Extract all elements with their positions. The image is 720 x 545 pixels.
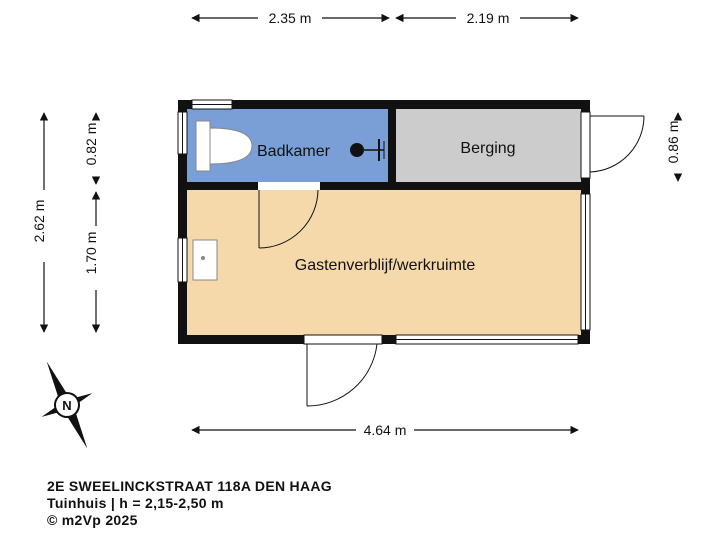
dim-left-total: 2.62 m [31, 200, 47, 243]
compass-letter: N [62, 398, 71, 413]
dim-top-right: 2.19 m [467, 10, 510, 26]
doors [258, 115, 645, 407]
label-badkamer: Badkamer [257, 143, 331, 160]
dim-left-lower: 1.70 m [83, 232, 99, 275]
footer-subtitle: Tuinhuis | h = 2,15-2,50 m [47, 495, 224, 511]
footer: 2E SWEELINCKSTRAAT 118A DEN HAAG Tuinhui… [47, 478, 332, 529]
toilet-icon [195, 120, 253, 172]
room-gastenverblijf [187, 190, 581, 335]
windows [177, 99, 591, 345]
dim-left-upper: 0.82 m [83, 123, 99, 166]
shower-icon [350, 139, 385, 161]
label-gastenverblijf: Gastenverblijf/werkruimte [295, 257, 476, 274]
dim-right: 0.86 m [665, 121, 681, 164]
dimension-lines [39, 13, 683, 435]
dim-top-left: 2.35 m [269, 10, 312, 26]
dim-bottom: 4.64 m [364, 422, 407, 438]
compass-icon [41, 361, 93, 449]
footer-copyright: © m2Vp 2025 [47, 512, 138, 528]
label-berging: Berging [460, 140, 515, 157]
footer-address: 2E SWEELINCKSTRAAT 118A DEN HAAG [47, 478, 332, 494]
room-berging [396, 109, 581, 182]
sink-icon [192, 239, 218, 281]
